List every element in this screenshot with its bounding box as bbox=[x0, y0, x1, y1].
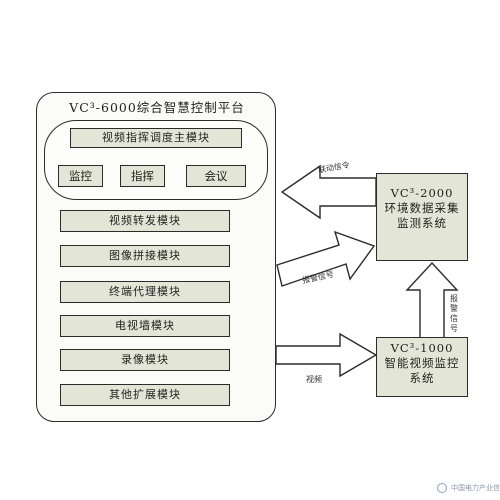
module-tv-wall[interactable]: 电视墙模块 bbox=[60, 315, 230, 337]
module-recording[interactable]: 录像模块 bbox=[60, 349, 230, 371]
platform-title: VC³-6000综合智慧控制平台 bbox=[69, 100, 245, 115]
meeting-button[interactable]: 会议 bbox=[186, 165, 246, 187]
alarm-up-arrow bbox=[405, 261, 459, 339]
env-monitoring-system[interactable]: VC³-2000 环境数据采集 监测系统 bbox=[376, 173, 468, 261]
video-system-name-line2: 系统 bbox=[409, 371, 435, 385]
module-video-forward[interactable]: 视频转发模块 bbox=[60, 210, 230, 232]
video-surveillance-system[interactable]: VC³-1000 智能视频监控 系统 bbox=[376, 337, 468, 397]
video-system-name-line1: 智能视频监控 bbox=[384, 356, 460, 370]
env-system-name-line2: 监测系统 bbox=[397, 216, 447, 230]
monitor-button[interactable]: 监控 bbox=[58, 165, 103, 187]
alarm-up-label: 报警信号 bbox=[450, 294, 458, 333]
module-other-extensions[interactable]: 其他扩展模块 bbox=[60, 384, 230, 406]
linkage-arrow bbox=[280, 164, 377, 220]
watermark-logo-icon bbox=[437, 483, 447, 493]
module-terminal-proxy[interactable]: 终端代理模块 bbox=[60, 281, 230, 303]
video-system-model: VC³-1000 bbox=[390, 341, 454, 355]
module-image-stitch[interactable]: 图像拼接模块 bbox=[60, 245, 230, 267]
env-system-model: VC³-2000 bbox=[390, 186, 454, 200]
alarm-to-platform-arrow bbox=[276, 230, 376, 287]
command-module-title: 视频指挥调度主模块 bbox=[70, 128, 242, 148]
video-arrow bbox=[275, 332, 378, 378]
command-button[interactable]: 指挥 bbox=[120, 165, 165, 187]
watermark-text: 中国电力产业信息网 bbox=[451, 484, 500, 492]
video-label: 视频 bbox=[306, 375, 322, 384]
env-system-name-line1: 环境数据采集 bbox=[384, 201, 460, 215]
